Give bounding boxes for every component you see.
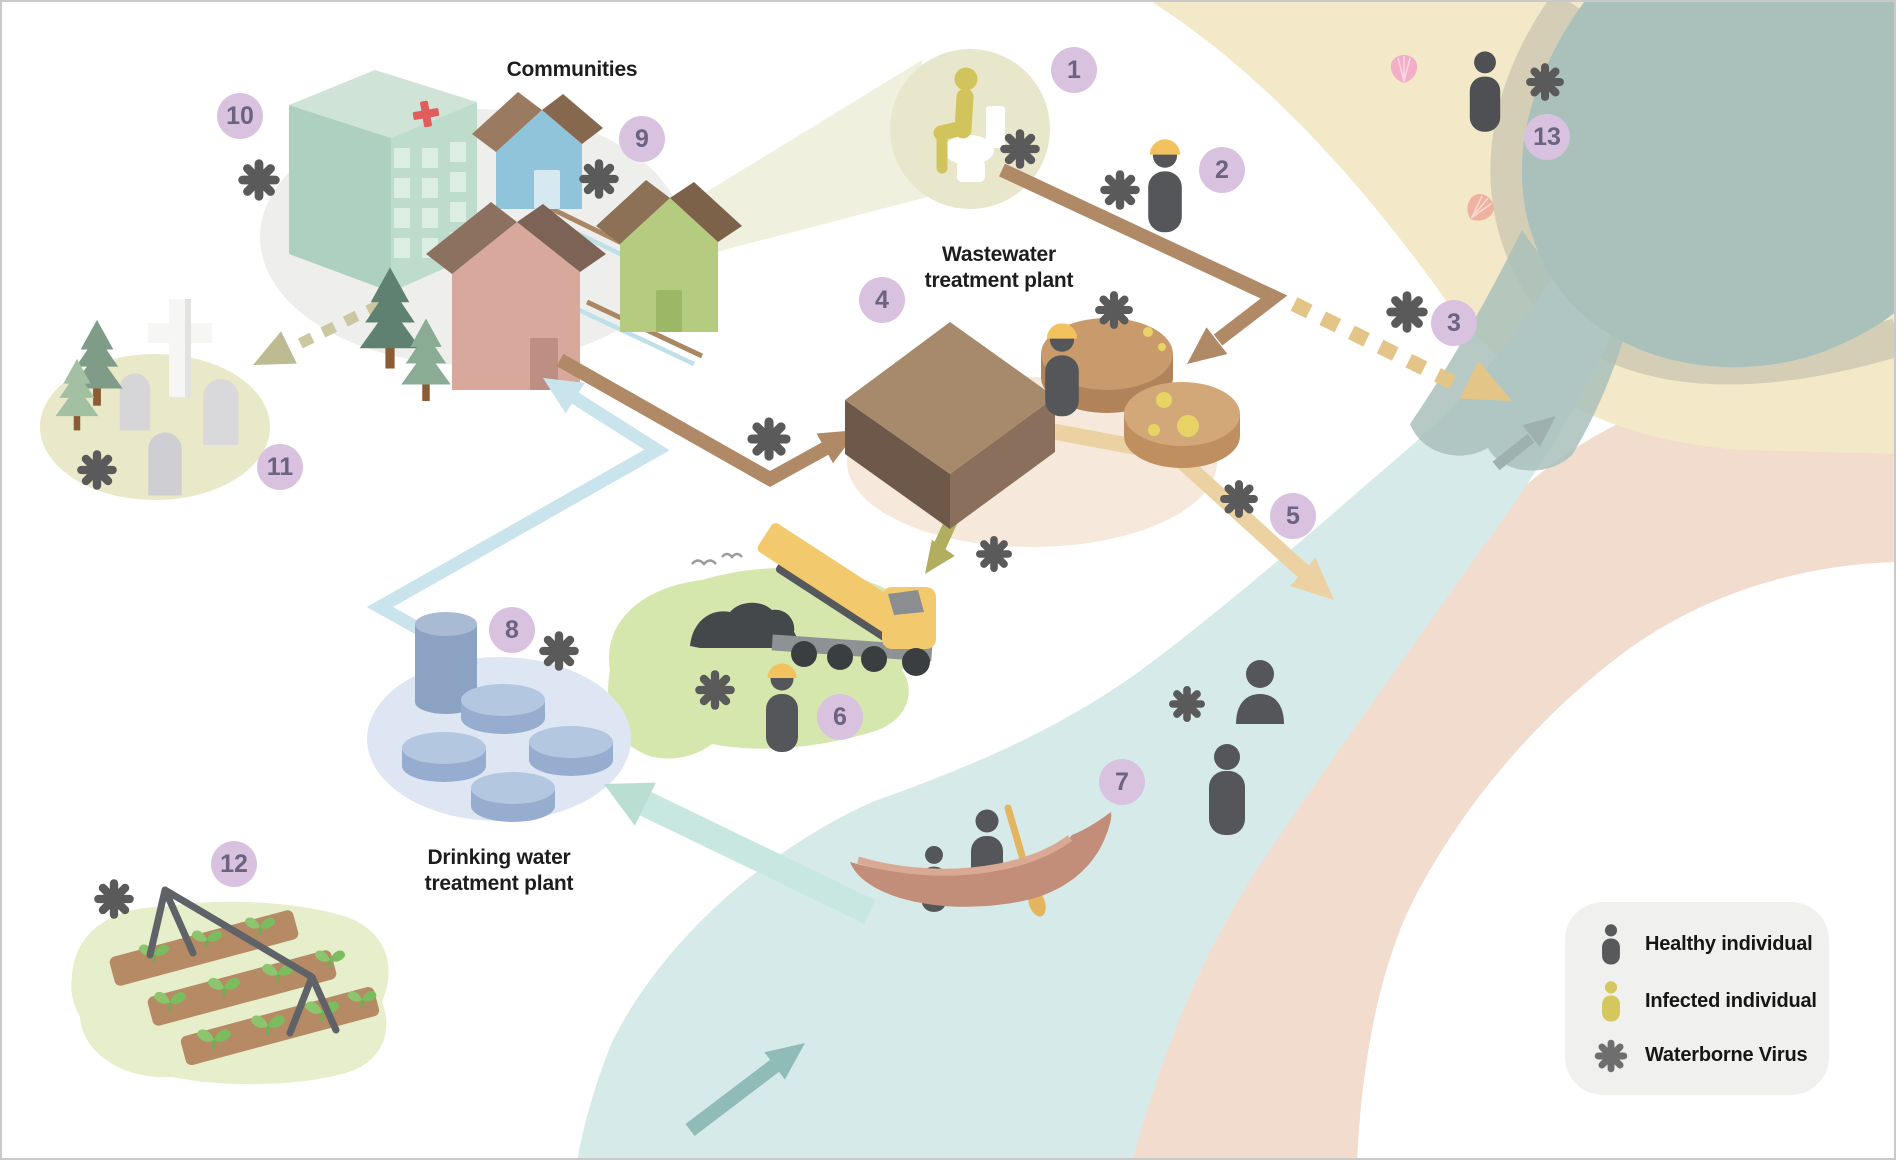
sea bbox=[1410, 2, 1894, 471]
aeration-tank-front bbox=[1124, 327, 1240, 468]
step-badge-12: 12 bbox=[211, 841, 257, 887]
river-intake-arrow bbox=[604, 782, 876, 924]
treated-water-arrow bbox=[366, 378, 670, 641]
beach-person-icon bbox=[1469, 51, 1501, 132]
red-cross-icon bbox=[412, 100, 440, 128]
sewer-worker-icon bbox=[1148, 139, 1182, 232]
wastewater-plant-label: Wastewater treatment plant bbox=[924, 243, 1074, 292]
clarifier-tank bbox=[529, 726, 613, 776]
swimmer-shoulders bbox=[1236, 694, 1284, 724]
river-flow-arrow bbox=[1492, 416, 1556, 471]
canoe-scene bbox=[850, 804, 1112, 917]
legend-item-infected: Infected individual bbox=[1591, 980, 1829, 1024]
waterborne-virus-icon bbox=[1000, 129, 1040, 169]
waterborne-virus-icon bbox=[1526, 63, 1564, 101]
house-green bbox=[596, 180, 742, 332]
legend: Healthy individual Infected individual W… bbox=[1565, 902, 1829, 1095]
step-badge-11: 11 bbox=[257, 444, 303, 490]
bird-icon bbox=[691, 552, 743, 566]
waterborne-virus-icon bbox=[1169, 686, 1205, 722]
infected-individual-icon bbox=[933, 67, 978, 174]
cemetery bbox=[119, 289, 405, 496]
aeration-bubbles bbox=[1143, 327, 1199, 437]
toilet-icon bbox=[944, 106, 1005, 182]
sludge-pile bbox=[690, 602, 797, 648]
swimmer-head bbox=[1246, 660, 1274, 688]
waterborne-virus-icon bbox=[695, 670, 735, 710]
house-blue bbox=[472, 92, 603, 209]
waterborne-virus-icon bbox=[976, 536, 1012, 572]
drinking-plant-label: Drinking water treatment plant bbox=[424, 846, 574, 895]
estuary-water bbox=[1410, 230, 1642, 471]
drinking-water-tanks bbox=[402, 612, 613, 822]
waterborne-virus-icon bbox=[94, 879, 134, 919]
cross bbox=[148, 299, 212, 397]
step-badge-7: 7 bbox=[1099, 759, 1145, 805]
waterborne-virus-icon bbox=[1100, 170, 1140, 210]
gravestone bbox=[119, 373, 151, 431]
clarifier-tank bbox=[461, 684, 545, 734]
infected-individual-icon bbox=[1591, 980, 1631, 1024]
step-badge-5: 5 bbox=[1270, 493, 1316, 539]
landfill-worker-icon bbox=[766, 664, 798, 753]
waterborne-virus-icon bbox=[238, 159, 280, 201]
step-badge-2: 2 bbox=[1199, 147, 1245, 193]
step-badge-1: 1 bbox=[1051, 47, 1097, 93]
cemetery-arrow bbox=[253, 289, 405, 365]
step-badge-8: 8 bbox=[489, 607, 535, 653]
hospital-building bbox=[289, 70, 477, 292]
legend-item-healthy: Healthy individual bbox=[1591, 923, 1829, 967]
step-badge-13: 13 bbox=[1524, 114, 1570, 160]
step-badge-3: 3 bbox=[1431, 300, 1477, 346]
wastewater-building bbox=[845, 322, 1055, 529]
dump-truck bbox=[757, 523, 936, 676]
canoe-hull bbox=[850, 812, 1112, 907]
waterborne-virus-icon bbox=[747, 417, 791, 461]
waterborne-virus-icon bbox=[1386, 291, 1428, 333]
waterborne-virus-icon bbox=[1220, 480, 1258, 518]
swimmer-body bbox=[1209, 771, 1245, 835]
gravestone bbox=[203, 379, 239, 445]
river bbox=[577, 232, 1642, 1158]
landfill-site bbox=[690, 523, 936, 753]
step-badge-9: 9 bbox=[619, 116, 665, 162]
waterborne-virus-icon bbox=[579, 159, 619, 199]
farm-field bbox=[109, 886, 380, 1066]
sewage-pipe-arrow-toilet bbox=[999, 163, 1288, 364]
clarifier-tank bbox=[471, 772, 555, 822]
canoe-rim bbox=[857, 835, 1073, 876]
healthy-individual-icon bbox=[1591, 923, 1631, 967]
zoom-cone bbox=[690, 60, 935, 257]
waterborne-virus-icon bbox=[1095, 291, 1133, 329]
river-inflow-arrow bbox=[685, 1043, 805, 1136]
step-badge-4: 4 bbox=[859, 277, 905, 323]
swimmers bbox=[1209, 660, 1284, 835]
swimmer-head bbox=[1214, 744, 1240, 770]
waterborne-virus-icon bbox=[539, 631, 579, 671]
waterborne-virus-icon bbox=[77, 450, 117, 490]
dashed-sea-discharge-arrow bbox=[1290, 297, 1512, 401]
waterborne-virus-icon bbox=[1591, 1037, 1631, 1075]
clarifier-tank bbox=[402, 732, 486, 782]
gravestone bbox=[148, 432, 182, 496]
legend-item-virus: Waterborne Virus bbox=[1591, 1037, 1829, 1075]
plant-worker-icon bbox=[1045, 323, 1079, 416]
riverbank bbox=[1063, 374, 1894, 1158]
step-badge-6: 6 bbox=[817, 694, 863, 740]
communities-label: Communities bbox=[506, 58, 638, 81]
house-red bbox=[426, 202, 606, 390]
irrigation-frame bbox=[146, 886, 340, 1037]
toilet-scene bbox=[690, 49, 1050, 257]
step-badge-10: 10 bbox=[217, 93, 263, 139]
